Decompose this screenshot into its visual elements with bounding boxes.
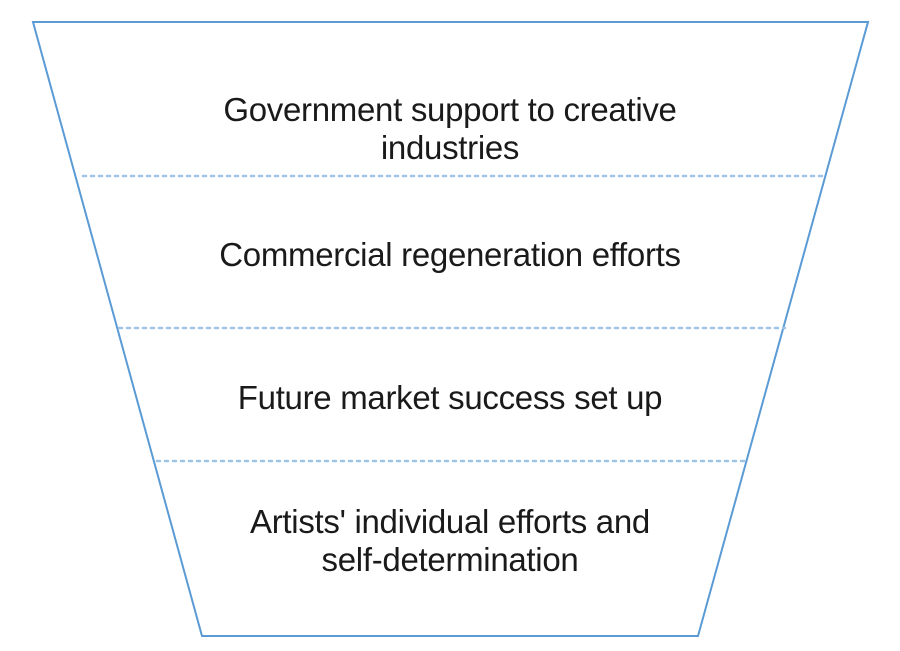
level-4-line-1: Artists' individual efforts and [250,503,650,540]
funnel-level-2-label: Commercial regeneration efforts [150,236,750,274]
level-2-line-1: Commercial regeneration efforts [219,236,681,273]
funnel-level-1-label: Government support to creative industrie… [150,91,750,167]
level-4-line-2: self-determination [321,541,579,578]
level-1-line-1: Government support to creative industrie… [223,91,677,166]
funnel-level-4-label: Artists' individual efforts and self-det… [150,503,750,579]
funnel-level-3-label: Future market success set up [150,379,750,417]
level-3-line-1: Future market success set up [237,379,663,416]
